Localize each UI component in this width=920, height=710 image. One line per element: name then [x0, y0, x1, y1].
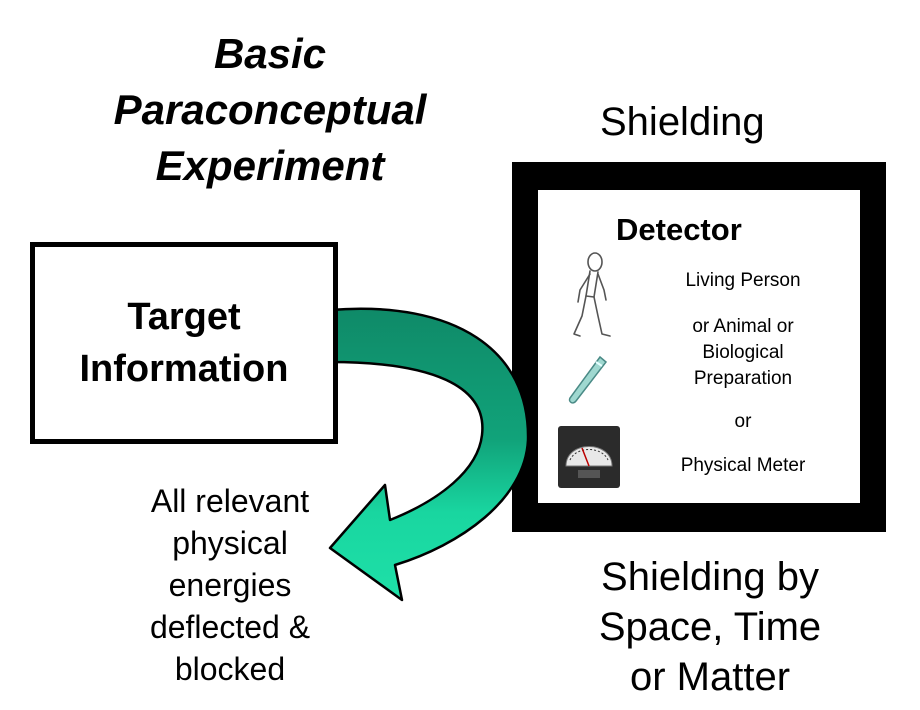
title-line-2: Paraconceptual — [113, 86, 427, 133]
shielding-by-line-3: or Matter — [629, 655, 791, 699]
diagram-title: Basic Paraconceptual Experiment — [70, 26, 470, 194]
physical-meter-label: Physical Meter — [680, 455, 806, 476]
living-person-label: Living Person — [685, 270, 801, 291]
title-line-3: Experiment — [155, 142, 385, 189]
meter-icon — [558, 426, 620, 488]
target-line-1: Target — [127, 296, 241, 338]
title-line-1: Basic — [213, 30, 327, 77]
stick-figure-icon — [573, 252, 611, 337]
shielding-label: Shielding — [600, 100, 765, 144]
test-tube-icon — [568, 355, 608, 404]
animal-label-line-2: Biological — [702, 342, 784, 363]
energies-line-2: physical — [172, 525, 288, 561]
energies-line-3: energies — [168, 567, 292, 603]
shielding-caption: Shielding by Space, Time or Matter — [560, 552, 860, 702]
energies-line-1: All relevant — [150, 483, 310, 519]
target-line-2: Information — [79, 348, 289, 390]
arrow-body — [328, 307, 530, 602]
animal-label-line-3: Preparation — [693, 368, 793, 389]
energies-line-4: deflected & — [149, 609, 311, 645]
shielding-by-line-1: Shielding by — [601, 555, 819, 599]
animal-label-line-1: or Animal or — [692, 316, 794, 337]
energies-line-5: blocked — [174, 651, 286, 687]
energies-caption: All relevant physical energies deflected… — [110, 480, 350, 690]
target-information-box: Target Information — [30, 242, 338, 444]
or-label: or — [734, 411, 752, 432]
shielding-by-line-2: Space, Time — [598, 605, 822, 649]
detector-title: Detector — [616, 212, 742, 247]
